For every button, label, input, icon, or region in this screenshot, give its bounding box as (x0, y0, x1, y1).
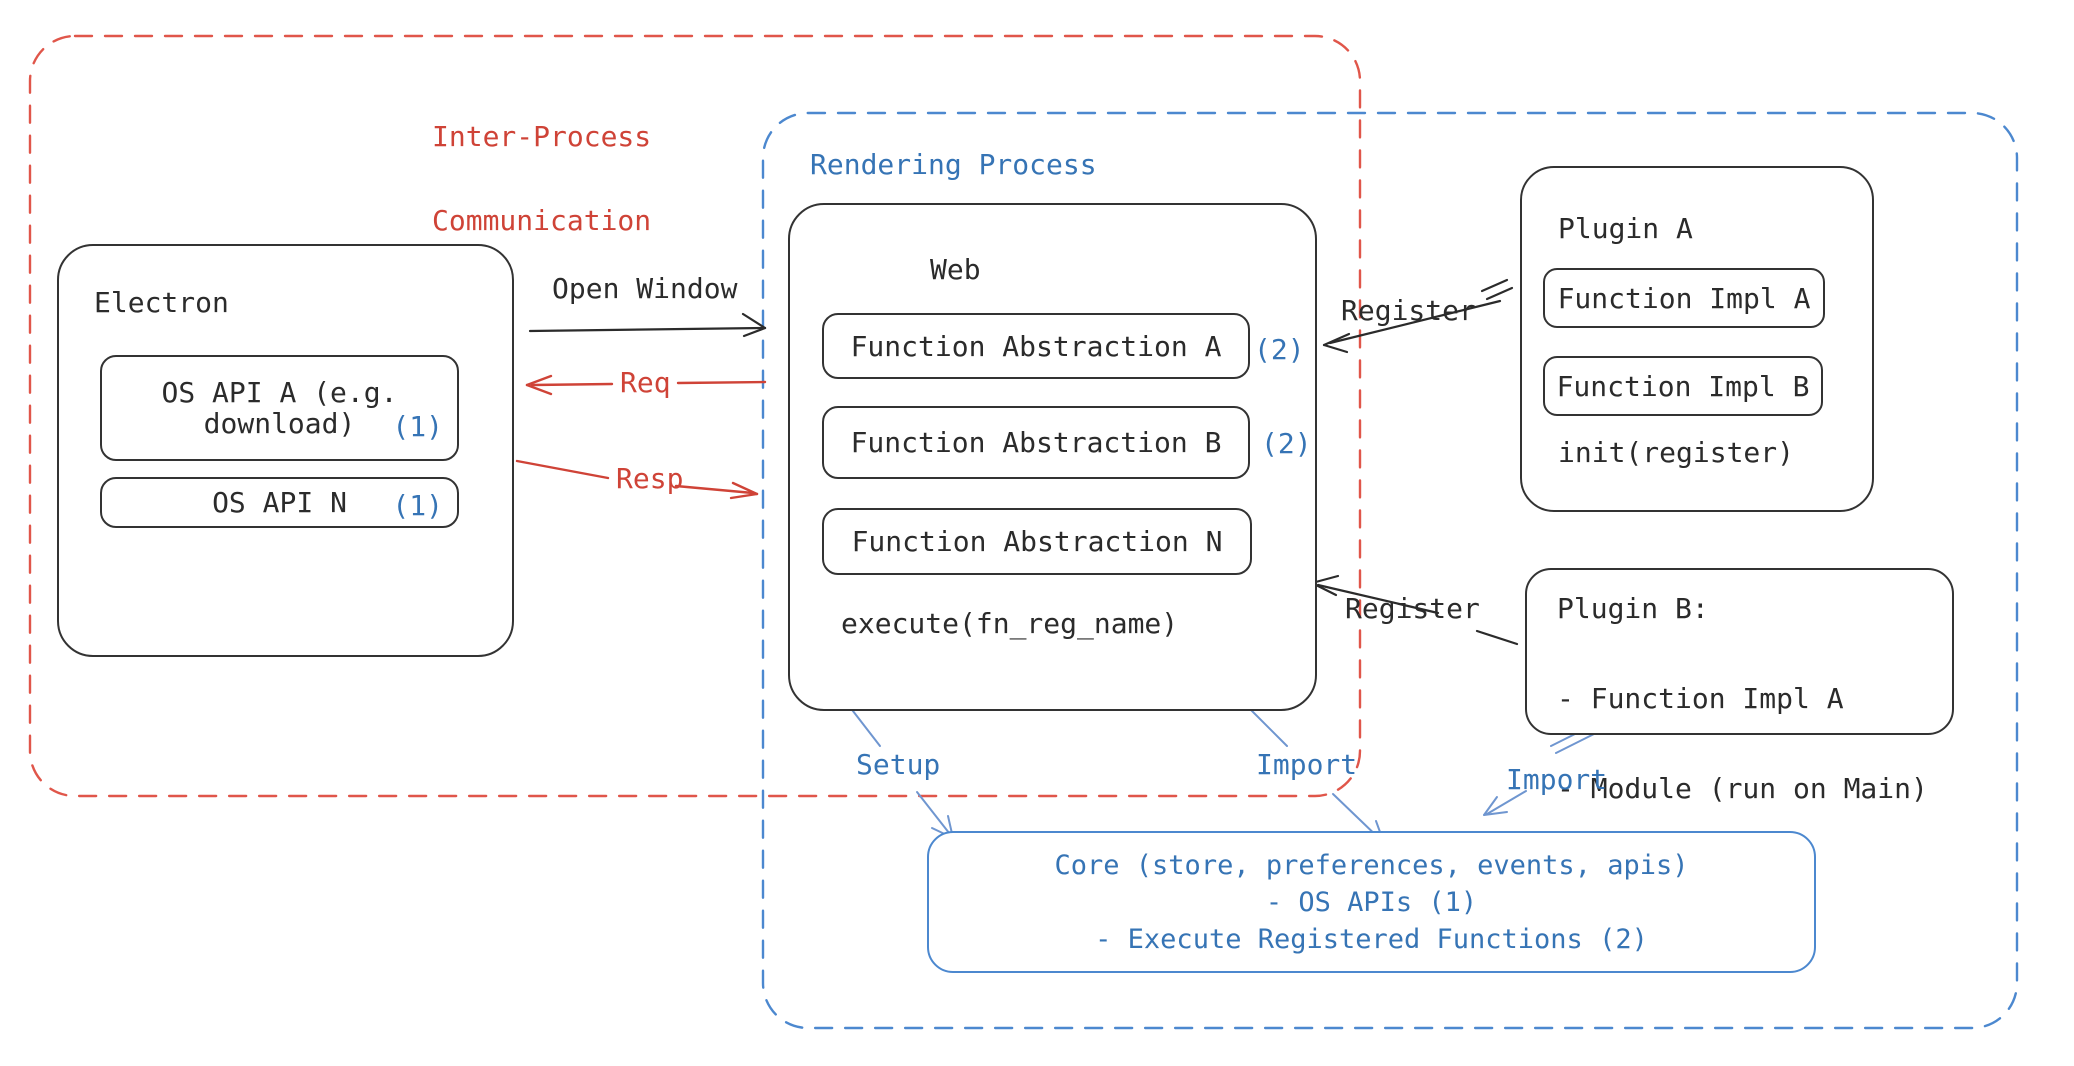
req-label: Req (620, 366, 671, 399)
core-box: Core (store, preferences, events, apis) … (927, 831, 1816, 973)
register-top-arrow (1322, 278, 1514, 354)
core-line1: Core (store, preferences, events, apis) (1054, 849, 1689, 881)
web-title: Web (930, 253, 981, 286)
execute-label: execute(fn_reg_name) (841, 607, 1179, 640)
import-web-label: Import (1256, 748, 1358, 781)
core-line3: - Execute Registered Functions (2) (1095, 923, 1648, 955)
init-register-label: init(register) (1558, 436, 1795, 469)
ipc-dashed-frame (28, 34, 1362, 798)
function-impl-b-pill: Function Impl B (1543, 356, 1823, 416)
plugin-b-line2: - Function Impl A (1557, 682, 1844, 715)
os-api-a-pill: OS API A (e.g. download) (1) (100, 355, 459, 461)
electron-title: Electron (94, 286, 229, 319)
register-top-label: Register (1341, 294, 1476, 327)
req-arrow (525, 374, 767, 396)
open-window-label: Open Window (552, 272, 738, 305)
function-abstraction-b-pill: Function Abstraction B (822, 406, 1250, 479)
function-abstraction-a-badge: (2) (1254, 333, 1305, 366)
register-bottom-label: Register (1345, 592, 1480, 625)
web-box: Web Function Abstraction A (2) Function … (788, 203, 1317, 711)
os-api-a-badge: (1) (392, 410, 443, 443)
plugin-b-box: Plugin B: - Function Impl A - Module (ru… (1525, 568, 1954, 805)
setup-label: Setup (856, 748, 941, 781)
import-plugin-label: Import (1506, 763, 1608, 796)
os-api-n-pill: OS API N (1) (100, 477, 459, 528)
core-line2: - OS APIs (1) (1265, 886, 1478, 918)
resp-arrow (515, 459, 759, 500)
ipc-title: Inter-Process Communication (432, 116, 651, 242)
os-api-a-line2: download) (203, 407, 356, 440)
function-impl-a-pill: Function Impl A (1543, 268, 1825, 328)
resp-label: Resp (616, 462, 684, 495)
function-abstraction-a-pill: Function Abstraction A (822, 313, 1250, 379)
ipc-title-line1: Inter-Process (432, 120, 652, 153)
rendering-dashed-frame (761, 111, 2019, 1030)
open-window-arrow (528, 312, 767, 338)
os-api-n-badge: (1) (392, 489, 443, 522)
plugin-b-text: Plugin B: - Function Impl A - Module (ru… (1557, 586, 1928, 811)
function-abstraction-n-pill: Function Abstraction N (822, 508, 1252, 575)
os-api-a-line1: OS API A (e.g. (161, 376, 398, 409)
os-api-n-label: OS API N (212, 486, 347, 519)
plugin-b-line1: Plugin B: (1557, 592, 1709, 625)
electron-box: Electron OS API A (e.g. download) (1) OS… (57, 244, 514, 657)
plugin-a-box: Plugin A Function Impl A Function Impl B… (1520, 166, 1874, 512)
rendering-process-title: Rendering Process (810, 148, 1097, 181)
plugin-b-line3: - Module (run on Main) (1557, 772, 1928, 805)
ipc-title-line2: Communication (432, 204, 652, 237)
function-abstraction-b-badge: (2) (1261, 427, 1312, 460)
plugin-a-title: Plugin A (1558, 212, 1693, 245)
